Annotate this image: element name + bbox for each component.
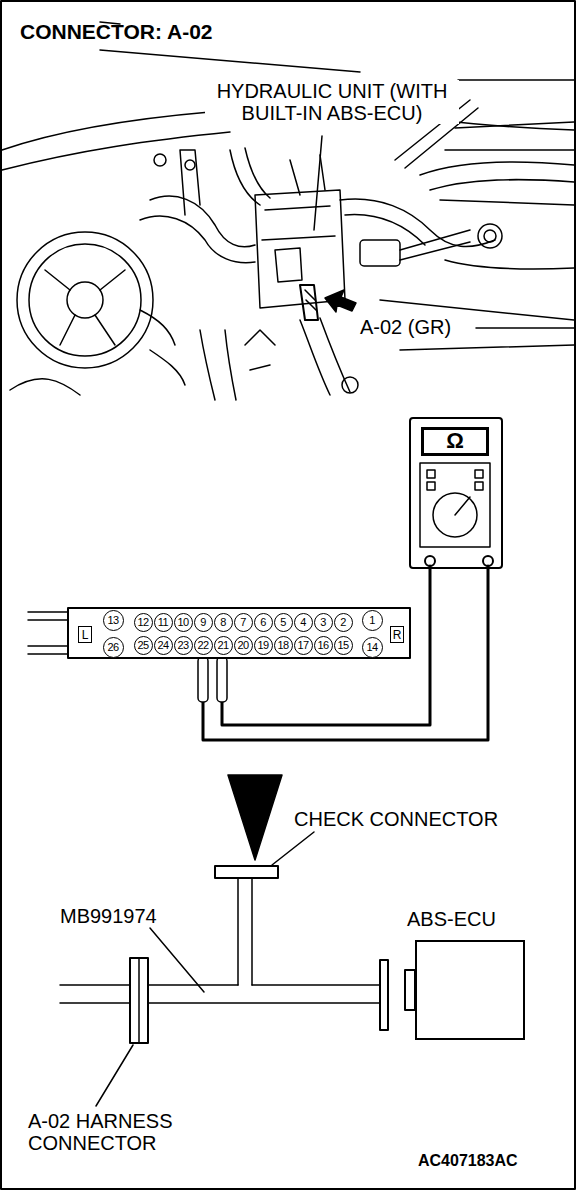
side-mark: L (78, 626, 92, 643)
pin-number: 25 (134, 636, 153, 655)
pin-number: 3 (314, 613, 333, 632)
leader-line (150, 928, 204, 992)
ecu-box: ABS-ECU (415, 940, 525, 1040)
part-name: CHECK CONNECTOR (292, 808, 500, 830)
connector-body (28, 608, 410, 658)
part-name: HYDRAULIC UNIT (WITH BUILT-IN ABS-ECU) (205, 80, 459, 124)
tool-number: MB991974 (58, 905, 159, 927)
title: CONNECTOR: A-02 (20, 20, 213, 43)
pin-number: 2 (334, 613, 353, 632)
pin-number: 1 (362, 610, 383, 631)
pin-number: 18 (274, 636, 293, 655)
side-mark: R (390, 626, 404, 643)
leader-line (96, 1045, 133, 1106)
connector-name: A-02 (GR) (358, 316, 453, 338)
unit-symbol: Ω (446, 429, 464, 453)
view-arrow (228, 775, 282, 860)
ohmmeter (410, 418, 502, 568)
pin-number: 11 (154, 613, 173, 632)
pin-number: 20 (234, 636, 253, 655)
pin-number: 8 (214, 613, 233, 632)
adapter-harness (60, 866, 415, 1043)
test-lead (203, 566, 488, 740)
component-name: ABS-ECU (405, 908, 498, 930)
pin-number: 13 (103, 610, 124, 631)
probe (198, 657, 208, 702)
leader-line (476, 327, 574, 329)
pin-number: 16 (314, 636, 333, 655)
part-name: A-02 HARNESS CONNECTOR (26, 1110, 240, 1154)
leader-line (272, 832, 314, 865)
pointer-arrow (325, 290, 356, 312)
pin-number: 23 (174, 636, 193, 655)
pin-number: 4 (294, 613, 313, 632)
pin-number: 10 (174, 613, 193, 632)
pin-number: 15 (334, 636, 353, 655)
pin-number: 24 (154, 636, 173, 655)
pin-number: 17 (294, 636, 313, 655)
pin-number: 5 (274, 613, 293, 632)
pin-number: 22 (194, 636, 213, 655)
pin-number: 14 (362, 637, 383, 658)
pin-number: 26 (103, 637, 124, 658)
leader-line (314, 136, 322, 230)
pin-number: 21 (214, 636, 233, 655)
leader-line (455, 80, 574, 128)
pin-number: 6 (254, 613, 273, 632)
figure-code: AC407183AC (418, 1152, 518, 1170)
pin-number: 9 (194, 613, 213, 632)
pin-number: 7 (234, 613, 253, 632)
meter-display: Ω (421, 427, 489, 456)
probe (217, 657, 227, 702)
pin-number: 19 (254, 636, 273, 655)
pin-number: 12 (134, 613, 153, 632)
engine-bay-sketch (2, 22, 574, 400)
